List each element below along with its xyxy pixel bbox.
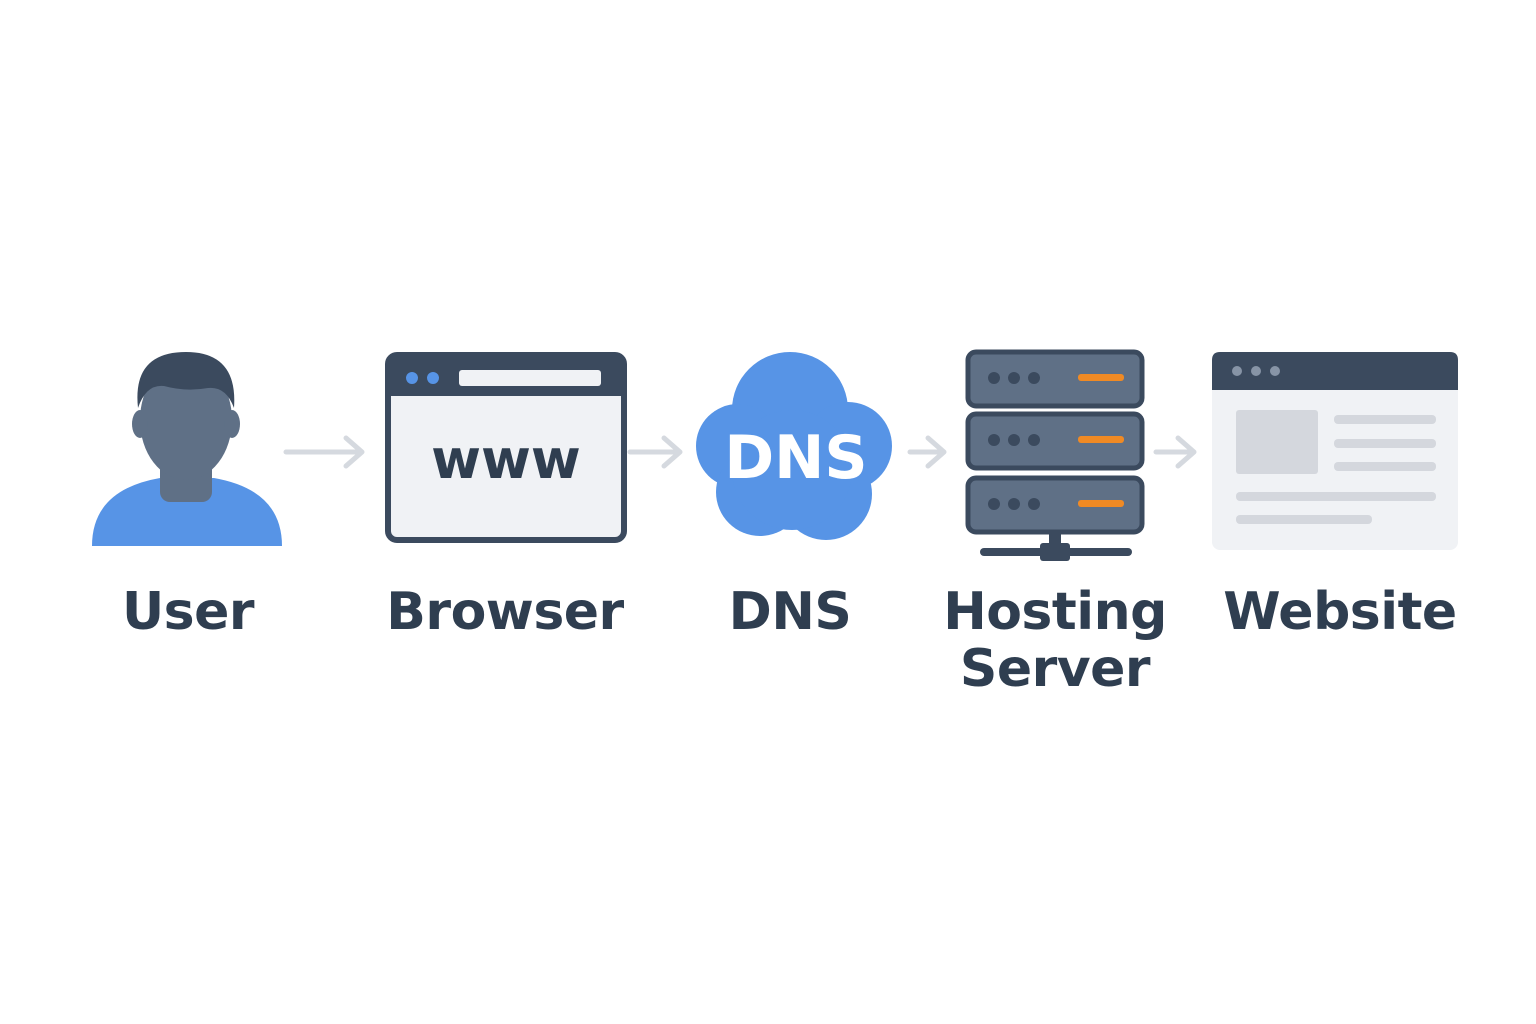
dns-icon-text: DNS (724, 423, 867, 493)
browser-icon-text: www (431, 428, 581, 491)
server-rack-icon (965, 349, 1145, 561)
hosting-server-label: Hosting Server (930, 582, 1180, 700)
user-label: User (121, 582, 255, 642)
arrow-hosting-to-website-icon (1153, 435, 1197, 469)
browser-label: Browser (386, 582, 624, 642)
user-icon (92, 352, 282, 546)
arrow-browser-to-dns-icon (627, 435, 683, 469)
dns-label: DNS (728, 582, 852, 642)
dns-cloud-icon: DNS (696, 352, 892, 540)
website-page-icon (1212, 352, 1458, 550)
browser-window-icon: www (385, 352, 627, 543)
hosting-label-line2: Server (959, 639, 1151, 700)
arrow-user-to-browser-icon (283, 435, 365, 469)
website-label: Website (1223, 582, 1457, 642)
arrow-dns-to-hosting-icon (907, 435, 947, 469)
hosting-label-line1: Hosting (943, 582, 1167, 642)
